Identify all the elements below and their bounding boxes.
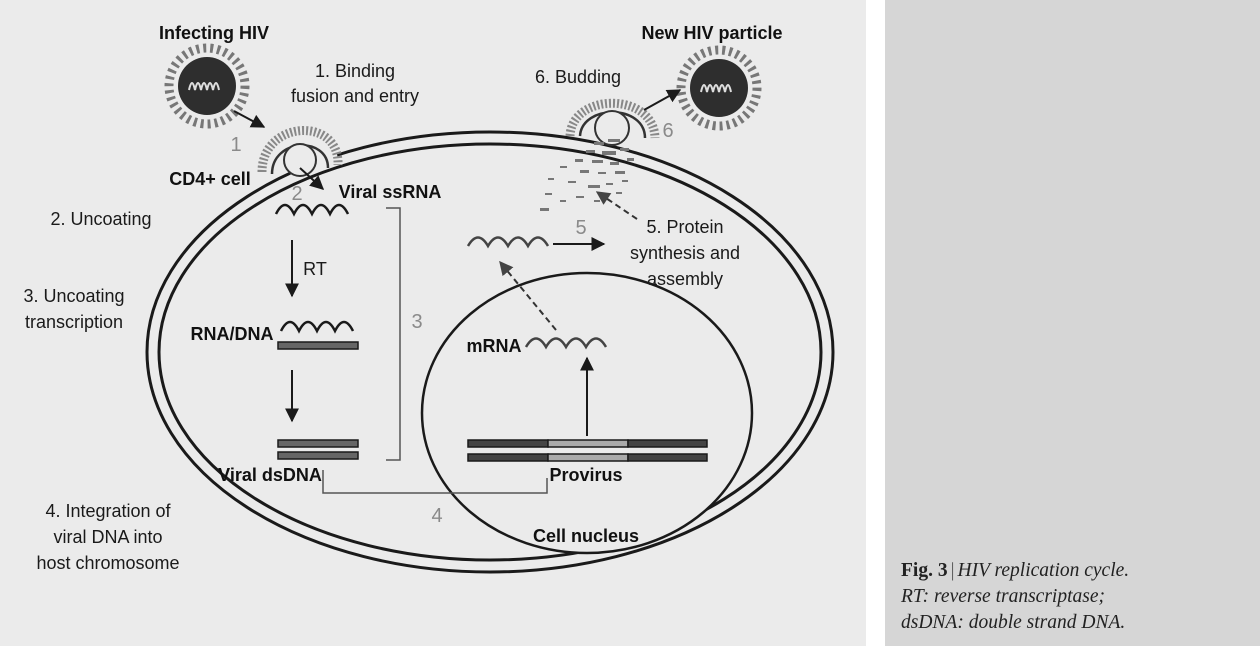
step4-label-line2: viral DNA into [53, 527, 162, 547]
step-number-4: 4 [431, 505, 442, 527]
entry-pit [257, 126, 343, 177]
step5-label-line1: 5. Protein [646, 217, 723, 237]
cell-outer-membrane [145, 130, 835, 574]
viral-dsdna-label: Viral dsDNA [218, 465, 322, 485]
new-hiv-virion [676, 45, 762, 131]
step-number-2: 2 [291, 183, 302, 205]
rna-dna-label: RNA/DNA [191, 324, 274, 344]
step-number-6: 6 [662, 120, 673, 142]
step3-label-line1: 3. Uncoating [23, 286, 124, 306]
caption-line-1: Fig. 3|HIV replication cycle. [901, 558, 1251, 584]
step1-label-line2: fusion and entry [291, 86, 419, 106]
caption-line-2: RT: reverse transcriptase; [901, 586, 1105, 607]
cell-inner-membrane [157, 142, 823, 562]
step6-label: 6. Budding [535, 67, 621, 87]
budding-site [565, 98, 660, 146]
step5-label-line3: assembly [647, 269, 723, 289]
cytoplasm-mrna-strand [466, 236, 550, 249]
protein-fragments [540, 139, 634, 211]
cd4-cell-label: CD4+ cell [169, 169, 251, 189]
uncoating-arrow [299, 167, 325, 190]
viral-dsdna [277, 439, 359, 460]
step-number-3: 3 [411, 311, 422, 333]
provirus-chromosome [467, 439, 708, 462]
caption-separator: | [950, 560, 955, 581]
caption-panel [885, 0, 1260, 646]
infecting-hiv-label: Infecting HIV [159, 23, 269, 43]
infecting-hiv-virion [164, 43, 250, 129]
provirus-label: Provirus [549, 465, 622, 485]
budding-arrow [643, 89, 682, 111]
caption-fig-label: Fig. 3 [901, 560, 948, 581]
binding-arrow [233, 110, 266, 128]
step3-label-line2: transcription [25, 312, 123, 332]
step4-label-line1: 4. Integration of [45, 501, 171, 521]
step-number-1: 1 [230, 134, 241, 156]
step1-label-line1: 1. Binding [315, 61, 395, 81]
figure-caption: Fig. 3|HIV replication cycle. RT: revers… [901, 558, 1251, 636]
caption-line-3: dsDNA: double strand DNA. [901, 612, 1126, 633]
step3-bracket [386, 207, 401, 461]
cell-nucleus-label: Cell nucleus [533, 526, 639, 546]
assembly-dashed-arrow [595, 191, 638, 220]
step4-label-line3: host chromosome [36, 553, 179, 573]
hiv-replication-diagram: Infecting HIV New HIV particle 1. Bindin… [23, 23, 835, 574]
new-hiv-particle-label: New HIV particle [641, 23, 782, 43]
export-dashed-arrow [499, 260, 557, 331]
nucleus-mrna-strand [524, 337, 608, 350]
step2-label: 2. Uncoating [50, 209, 151, 229]
viral-ssrna-strand [274, 203, 350, 217]
step5-label-line2: synthesis and [630, 243, 740, 263]
viral-ssrna-label: Viral ssRNA [339, 182, 442, 202]
integration-connector [322, 470, 548, 494]
caption-title: HIV replication cycle. [957, 560, 1130, 581]
rna-dna-dna-strand [277, 341, 359, 350]
step-number-5: 5 [575, 217, 586, 239]
rt-label: RT [303, 259, 327, 279]
rna-strand-hybrid [279, 320, 355, 334]
mrna-label: mRNA [466, 336, 521, 356]
